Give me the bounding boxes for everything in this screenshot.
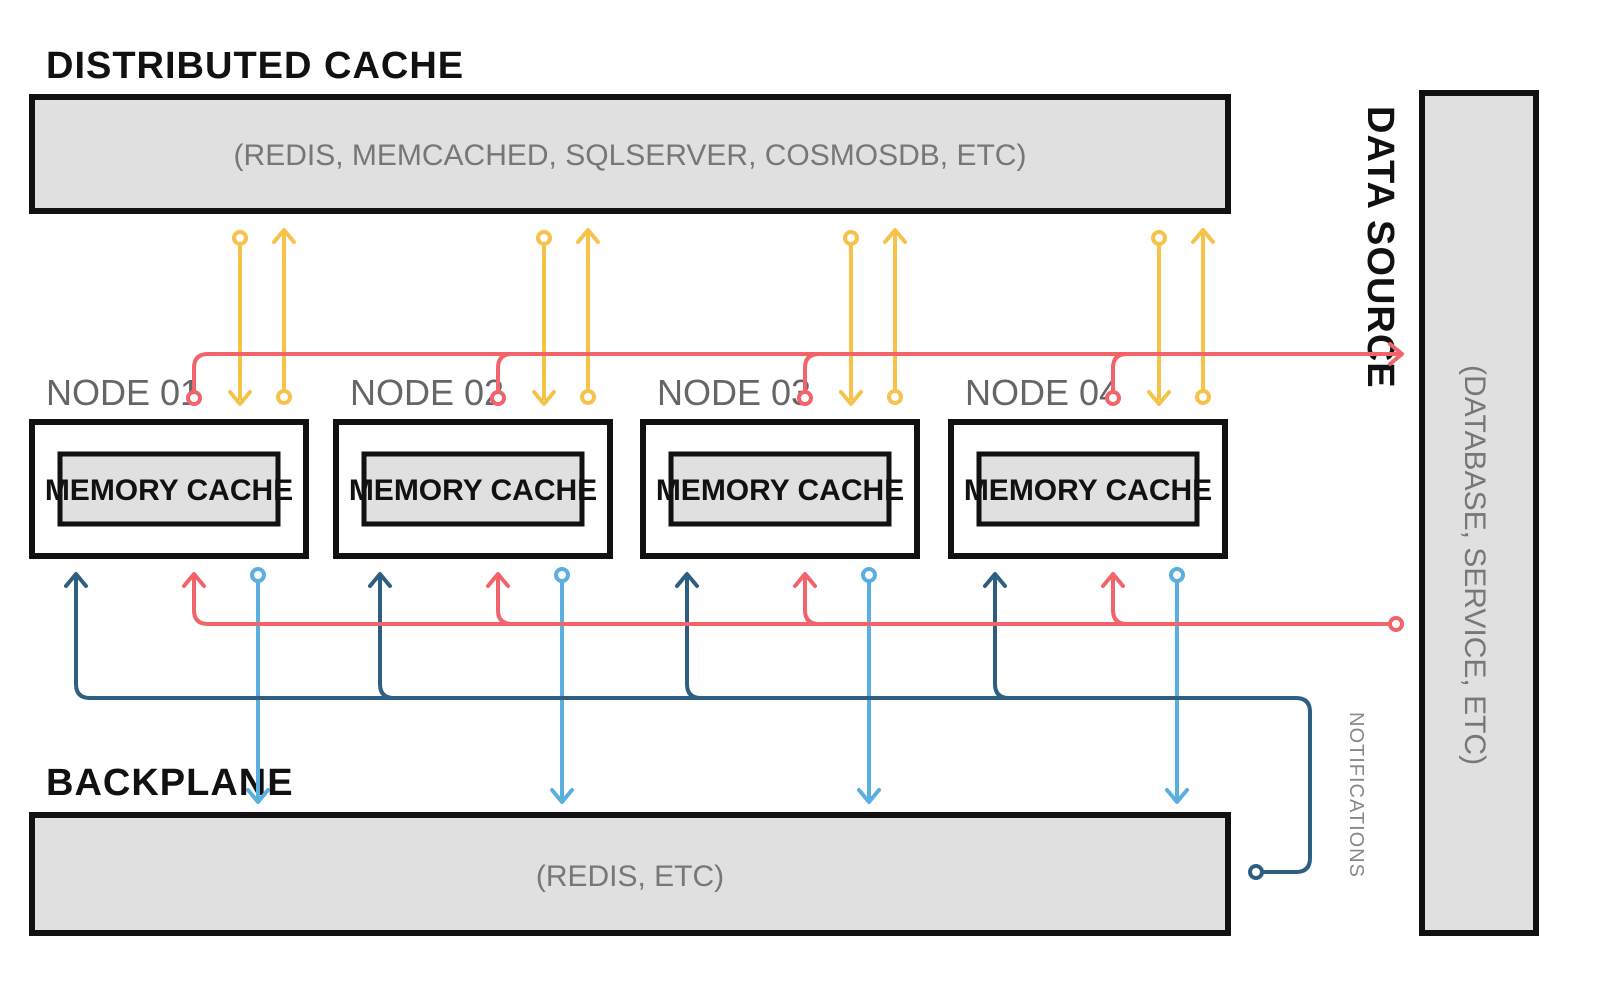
memory-cache-label: MEMORY CACHE [45,474,293,507]
cache-read-origin [536,230,552,246]
notification-branch [74,576,92,700]
cache-write-origin [1195,389,1211,405]
cache-read-arrowhead [532,390,556,406]
node-03: NODE 03 MEMORY CACHE [640,372,920,559]
notification-trunk [88,696,1312,874]
data-source-response-arrowhead [1101,572,1125,588]
data-source-box [1419,90,1539,936]
cache-read-origin [843,230,859,246]
data-source-request-origin [797,390,813,406]
memory-cache-label: MEMORY CACHE [349,474,597,507]
data-source-response-branch [192,576,210,626]
data-source-response-origin [1388,616,1404,632]
notification-origin [1248,864,1264,880]
backplane-publish-arrowhead [246,788,270,804]
data-source-response-arrowhead [486,572,510,588]
data-source-request-origin [1105,390,1121,406]
data-source-request-origin [186,390,202,406]
node-label: NODE 03 [657,372,811,413]
memory-cache-label: MEMORY CACHE [964,474,1212,507]
memory-cache-box [668,451,892,527]
backplane-subtitle: (REDIS, ETC) [536,860,724,893]
cache-read-arrowhead [228,390,252,406]
data-source-request-origin [490,390,506,406]
node-01: NODE 01 MEMORY CACHE [29,372,309,559]
backplane-publish-arrowhead [550,788,574,804]
data-source-response-arrowhead [182,572,206,588]
data-source-title: DATA SOURCE [1359,106,1401,389]
memory-cache-label: MEMORY CACHE [656,474,904,507]
notification-branch [993,576,1011,700]
node-label: NODE 01 [46,372,200,413]
backplane-box [29,812,1231,936]
node-04: NODE 04 MEMORY CACHE [948,372,1228,559]
cache-write-arrowhead [576,228,600,244]
cache-read-origin [1151,230,1167,246]
data-source-request-arrowhead [1388,342,1404,366]
cache-read-origin [232,230,248,246]
distributed-cache: DISTRIBUTED CACHE (REDIS, MEMCACHED, SQL… [29,45,1231,214]
cache-write-origin [887,389,903,405]
notification-arrowhead [675,572,699,588]
distributed-cache-subtitle: (REDIS, MEMCACHED, SQLSERVER, COSMOSDB, … [234,139,1027,172]
notification-arrowhead [64,572,88,588]
distributed-cache-title: DISTRIBUTED CACHE [46,45,464,87]
connectors [64,228,1404,880]
backplane-publish-arrowhead [1165,788,1189,804]
node-02: NODE 02 MEMORY CACHE [333,372,613,559]
memory-cache-box [361,451,585,527]
backplane-publish-origin [250,567,266,583]
cache-read-arrowhead [1147,390,1171,406]
data-source: DATA SOURCE (DATABASE, SERVICE, ETC) [1359,90,1539,936]
node-label: NODE 02 [350,372,504,413]
notification-branch [378,576,396,700]
cache-write-origin [276,389,292,405]
data-source-subtitle: (DATABASE, SERVICE, ETC) [1458,365,1491,765]
cache-write-origin [580,389,596,405]
backplane-publish-origin [554,567,570,583]
notifications-label: NOTIFICATIONS [1345,712,1367,878]
node-label: NODE 04 [965,372,1119,413]
data-source-response-arrowhead [793,572,817,588]
backplane-publish-origin [861,567,877,583]
cache-write-arrowhead [272,228,296,244]
notification-branch [685,576,703,700]
distributed-cache-box [29,94,1231,214]
memory-cache-box [57,451,281,527]
cache-write-arrowhead [883,228,907,244]
memory-cache-box [976,451,1200,527]
backplane-publish-origin [1169,567,1185,583]
notification-arrowhead [368,572,392,588]
cache-write-arrowhead [1191,228,1215,244]
cache-read-arrowhead [839,390,863,406]
backplane: BACKPLANE (REDIS, ETC) NOTIFICATIONS [29,712,1367,936]
data-source-request-branch [192,352,210,394]
notification-arrowhead [983,572,1007,588]
backplane-publish-arrowhead [857,788,881,804]
